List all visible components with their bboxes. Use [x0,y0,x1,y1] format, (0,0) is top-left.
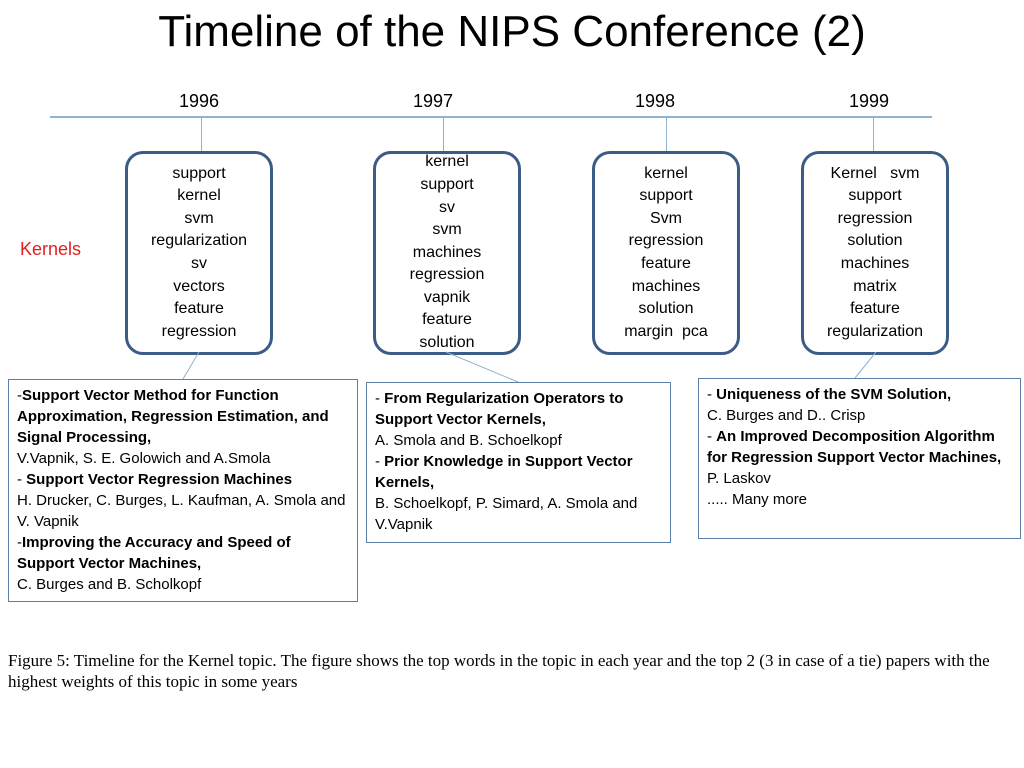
year-label-1996: 1996 [178,91,220,111]
paper-title: An Improved Decomposition Algorithm for … [707,428,1002,466]
topic-word: kernel [644,164,688,182]
topic-word: support [172,164,226,182]
topic-word: vectors [173,277,225,295]
paper-authors: P. Laskov [707,470,771,487]
paper-title: Support Vector Regression Machines [26,471,293,488]
topic-word: Kernel svm [830,164,920,182]
topic-label: Kernels [20,239,82,259]
topic-word: sv [191,255,207,272]
topic-word: kernel [425,153,469,171]
paper-authors: V.Vapnik, S. E. Golowich and A.Smola [17,450,271,467]
topic-word: regularization [826,322,924,340]
topic-word: regression [628,232,704,250]
paper-bullet: - [707,386,717,403]
papers-box-1997: - From Regularization Operators to Suppo… [366,382,671,543]
paper-authors: C. Burges and B. Scholkopf [17,576,202,593]
topic-word: support [639,187,693,205]
paper-authors: H. Drucker, C. Burges, L. Kaufman, A. Sm… [17,492,346,530]
paper-authors: A. Smola and B. Schoelkopf [375,432,562,449]
topic-word: regression [837,209,913,227]
connector-1997 [445,351,519,383]
paper-entry: - From Regularization Operators to Suppo… [375,388,662,451]
paper-bullet: - [707,428,717,445]
paper-authors: C. Burges and D.. Crisp [707,407,866,424]
paper-entry: -Support Vector Method for Function Appr… [17,385,349,469]
paper-entry: -Improving the Accuracy and Speed of Sup… [17,532,349,595]
year-label-1998: 1998 [634,91,676,111]
topic-word: support [420,175,474,193]
topic-word: feature [174,300,224,318]
topic-word: solution [847,232,903,250]
paper-bullet: - [375,453,385,470]
paper-entry: - Prior Knowledge in Support Vector Kern… [375,451,662,535]
topic-word: matrix [853,277,897,295]
connector-1999 [854,351,877,379]
topic-word: machines [840,255,910,272]
paper-authors: B. Schoelkopf, P. Simard, A. Smola and V… [375,495,638,533]
paper-title: Uniqueness of the SVM Solution, [716,386,952,403]
year-label-1999: 1999 [848,91,890,111]
paper-title: From Regularization Operators to Support… [375,390,624,428]
word-box-1996: support kernel svm regularization sv vectors f… [125,151,273,355]
topic-word: machines [412,243,482,261]
paper-bullet: - [375,390,385,407]
topic-word: kernel [177,187,221,205]
topic-word: svm [432,221,462,239]
topic-word: sv [439,198,455,216]
topic-word: machines [631,277,701,295]
topic-word: margin pca [624,322,708,340]
topic-word: vapnik [423,288,471,306]
topic-word: feature [641,255,691,272]
paper-title: Prior Knowledge in Support Vector Kernel… [375,453,633,491]
paper-title: Improving the Accuracy and Speed of Supp… [17,534,291,572]
topic-word: feature [850,300,900,318]
papers-footer: ..... Many more [707,491,808,508]
figure-caption: Figure 5: Timeline for the Kernel topic.… [8,651,990,691]
paper-bullet: - [17,471,27,488]
paper-entry: - Support Vector Regression Machines H. D… [17,469,349,532]
slide-title: Timeline of the NIPS Conference (2) [158,7,866,56]
topic-word: feature [422,311,472,329]
paper-bullet: - [17,387,22,404]
topic-word: regression [409,266,485,284]
paper-bullet: - [17,534,22,551]
paper-entry: - Uniqueness of the SVM Solution, C. Burg… [707,384,1012,426]
topic-word: regularization [150,232,248,250]
word-box-1999: Kernel svm support regression solution machi… [801,151,949,355]
topic-word: svm [184,209,214,227]
papers-box-1999: - Uniqueness of the SVM Solution, C. Burg… [698,378,1021,539]
topic-word: support [848,187,902,205]
timeline-tick-1996 [201,117,202,151]
timeline-tick-1997 [443,117,444,151]
timeline-tick-1999 [873,117,874,151]
topic-word: Svm [650,209,682,227]
topic-word: solution [419,334,475,352]
topic-word: regression [161,322,237,340]
timeline-axis [50,116,932,118]
topic-word: solution [638,300,694,318]
word-box-1997: kernel support sv svm machines regression vapn… [373,151,521,355]
year-label-1997: 1997 [412,91,454,111]
papers-box-1996: -Support Vector Method for Function Appr… [8,379,358,602]
connector-1996 [182,351,200,380]
paper-title: Support Vector Method for Function Appro… [17,387,329,446]
timeline-tick-1998 [666,117,667,151]
paper-entry: - An Improved Decomposition Algorithm fo… [707,426,1012,489]
